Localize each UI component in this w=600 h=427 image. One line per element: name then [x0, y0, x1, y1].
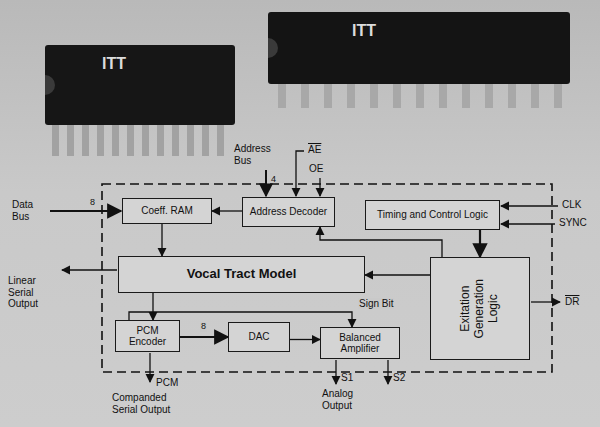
- box-label: Address Decoder: [250, 206, 327, 218]
- pin-name: S1: [341, 372, 353, 384]
- output-name: Linear Serial Output: [8, 275, 53, 310]
- box-label: Coeff. RAM: [141, 205, 193, 217]
- signal-arrow: [152, 293, 153, 320]
- pin-name: S2: [393, 372, 405, 384]
- chip-left: [45, 45, 235, 156]
- output-name: Companded Serial Output: [112, 392, 190, 415]
- box-label: DAC: [248, 331, 269, 343]
- signal-arrow: [180, 336, 228, 338]
- converter-box: DAC: [228, 322, 290, 352]
- clk-wire: [501, 205, 558, 206]
- linear-output-wire: [62, 269, 117, 270]
- oe-wire: [319, 178, 320, 196]
- address-bus-wire: [265, 170, 267, 196]
- chip-marking: ITT: [102, 55, 126, 73]
- output-name: Analog Output: [322, 388, 382, 411]
- signal-name: DR: [565, 296, 579, 308]
- signal-arrow: [290, 339, 320, 340]
- bus-width: 4: [271, 174, 276, 184]
- s1-wire: [335, 360, 336, 384]
- dr-wire: [531, 301, 560, 302]
- bus-width: 8: [90, 197, 95, 207]
- output-name: PCM: [156, 377, 178, 389]
- box-label: Balanced Amplifier: [331, 332, 389, 355]
- excitation-box: Exitation Generation Logic: [430, 257, 530, 360]
- signal-name: CLK: [562, 199, 581, 211]
- encoder-box: PCM Encoder: [115, 320, 180, 352]
- control-box: Timing and Control Logic: [365, 200, 500, 230]
- s2-wire: [387, 360, 388, 384]
- bus-name: Data Bus: [12, 199, 48, 222]
- box-label: Timing and Control Logic: [377, 209, 488, 221]
- signal-name: AE: [308, 144, 321, 156]
- box-label: Vocal Tract Model: [187, 267, 297, 282]
- model-box: Vocal Tract Model: [118, 256, 365, 293]
- chip-right: [268, 12, 570, 108]
- chip-boundary: [102, 184, 552, 372]
- pcm-output-wire: [149, 353, 150, 382]
- bus-width: 8: [200, 322, 207, 332]
- bus-name: Address Bus: [234, 143, 284, 166]
- decoder-box: Address Decoder: [242, 197, 335, 227]
- data-bus-wire: [50, 210, 121, 212]
- signal-arrow: [320, 227, 442, 257]
- ae-wire: [296, 151, 304, 196]
- signal-arrow: [365, 274, 430, 275]
- memory-box: Coeff. RAM: [122, 198, 212, 224]
- signal-name: Sign Bit: [358, 298, 394, 309]
- box-label: PCM Encoder: [127, 325, 169, 348]
- amplifier-box: Balanced Amplifier: [320, 327, 400, 359]
- sync-wire: [501, 223, 555, 224]
- signal-name: OE: [309, 163, 323, 175]
- signal-arrow: [479, 230, 481, 257]
- chip-marking: ITT: [352, 22, 376, 40]
- signal-arrow: [212, 210, 242, 211]
- signal-arrow: [161, 224, 162, 256]
- box-label: Exitation Generation Logic: [459, 272, 500, 344]
- signal-name: SYNC: [559, 217, 587, 229]
